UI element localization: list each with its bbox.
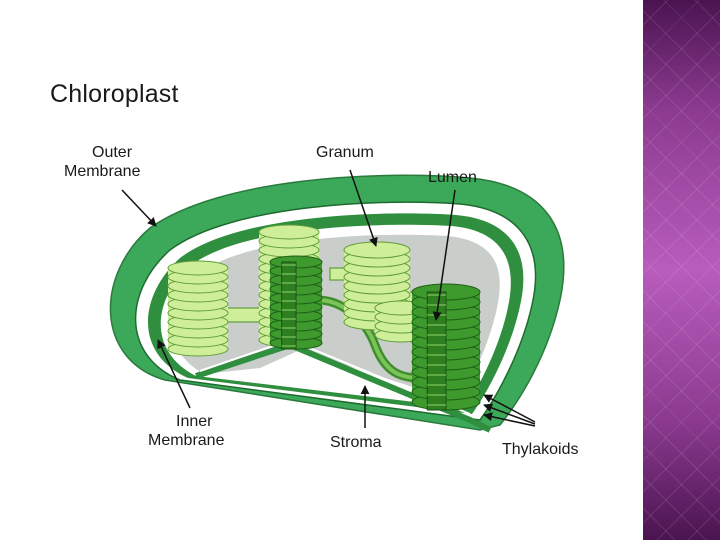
decorative-side-band — [643, 0, 720, 540]
label-stroma: Stroma — [330, 434, 382, 451]
granum-stack — [269, 255, 323, 350]
lumen-cut-face — [426, 291, 447, 411]
thylakoid-pointer — [483, 412, 536, 427]
label-thylakoids: Thylakoids — [502, 441, 579, 458]
label-outer-membrane-line-1: Outer — [92, 144, 133, 161]
inner-membrane-pointer — [157, 339, 191, 409]
label-inner-membrane: Inner Membrane — [148, 412, 224, 450]
granum-pointer — [349, 169, 378, 247]
diagram-title: Chloroplast — [50, 80, 179, 108]
chloroplast-diagram — [109, 169, 565, 433]
lumen-pointer — [432, 189, 456, 321]
thylakoid-disc — [343, 241, 411, 259]
slide: Chloroplast O — [50, 80, 579, 458]
granum-stack — [167, 260, 229, 357]
lumen-cut-face — [281, 261, 297, 350]
thylakoid-disc — [258, 224, 320, 240]
front-cut-edge — [195, 341, 492, 433]
label-outer-membrane-line-2: Membrane — [64, 163, 141, 180]
label-lumen: Lumen — [428, 169, 477, 186]
outer-membrane-pointer — [121, 189, 157, 227]
thylakoid-pointer — [483, 403, 536, 425]
thylakoid-pointer — [483, 394, 536, 423]
label-inner-membrane-line-1: Inner — [176, 413, 213, 430]
label-outer-membrane: Outer Membrane — [64, 143, 140, 181]
thylakoid-disc — [167, 260, 229, 276]
label-granum: Granum — [316, 144, 374, 161]
label-inner-membrane-line-2: Membrane — [148, 432, 225, 449]
granum-stack — [411, 283, 481, 411]
